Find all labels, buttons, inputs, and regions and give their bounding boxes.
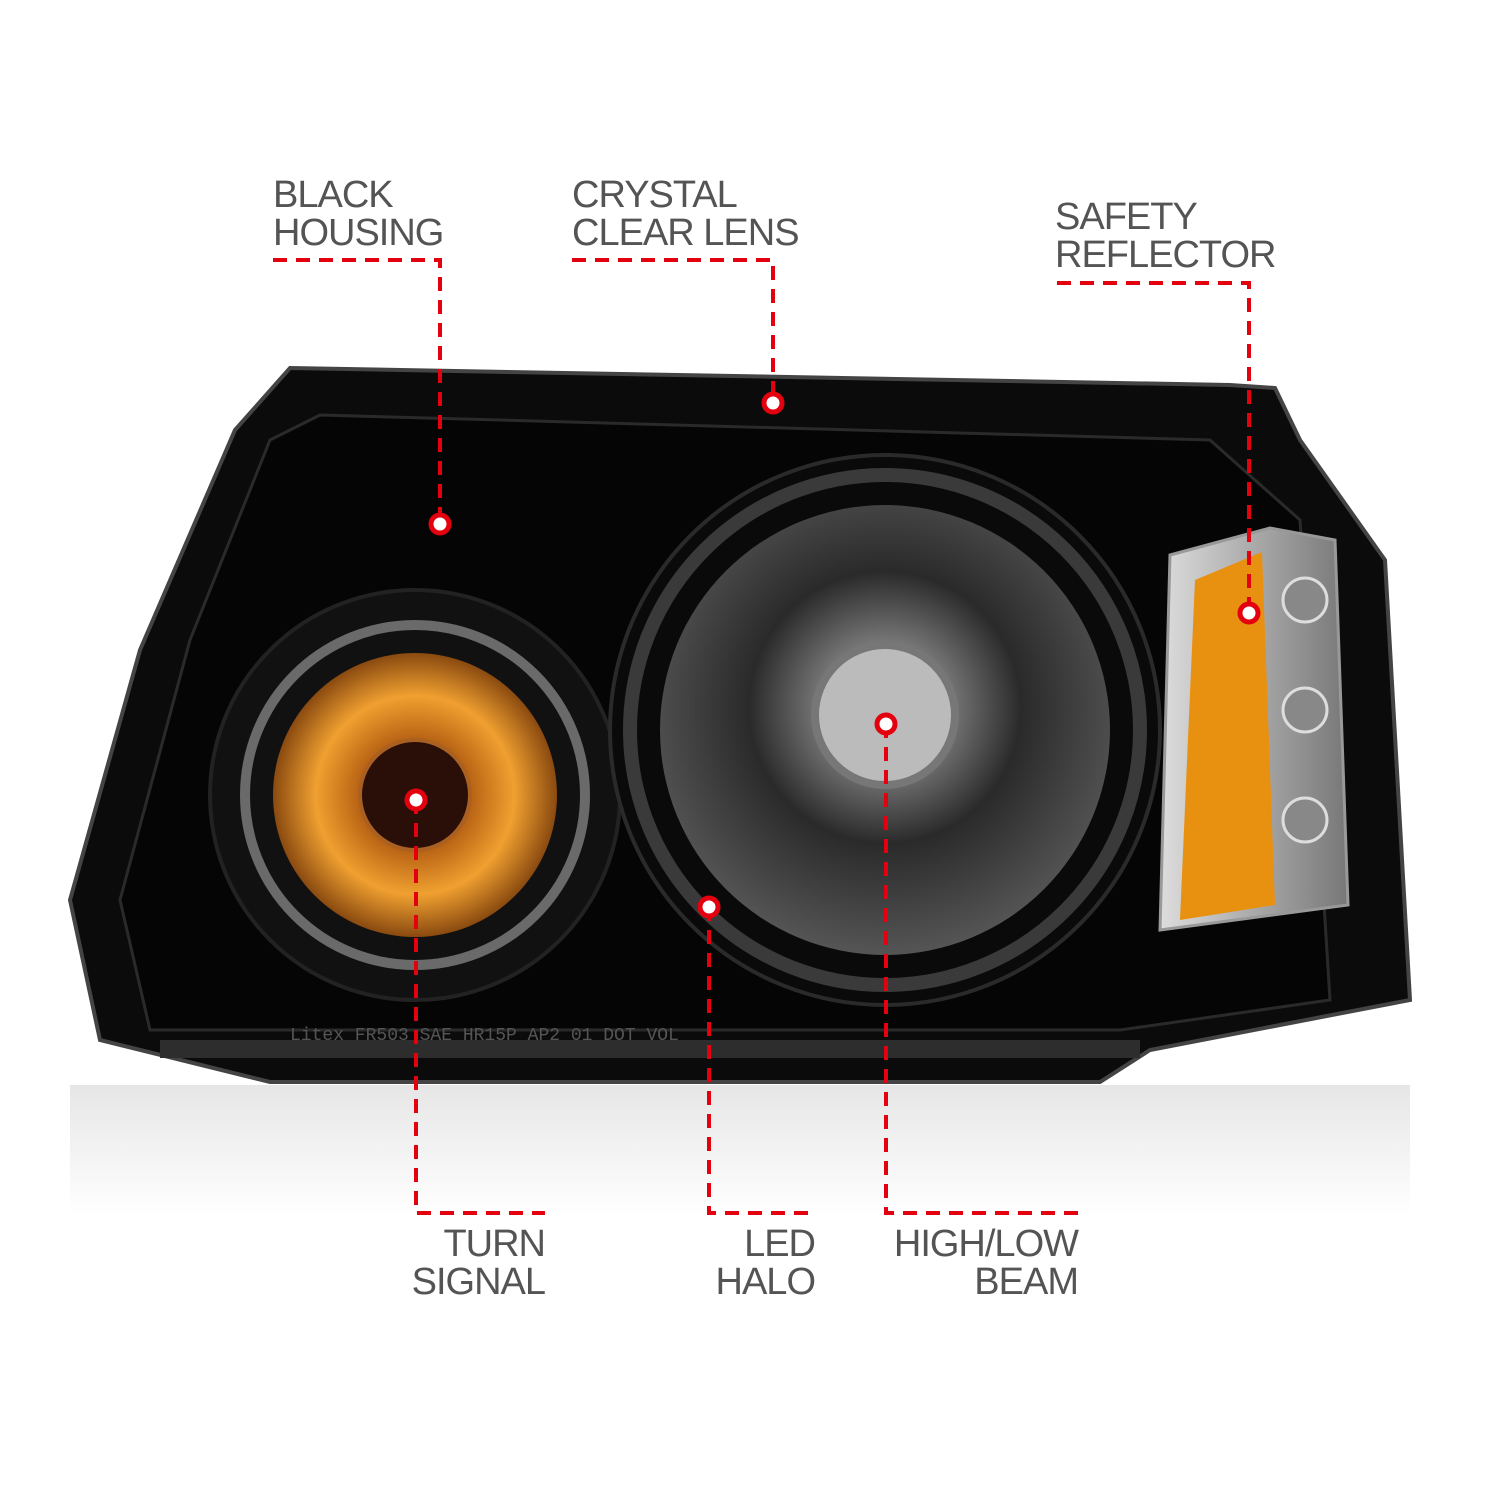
callout-dot [697, 895, 721, 919]
product-lettering: Litex FR503 SAE HR15P AP2 01 DOT VOL [290, 1026, 679, 1046]
callout-line-black-housing [273, 258, 442, 524]
label-black-housing: BLACK HOUSING [273, 174, 444, 254]
callout-line-led-halo [707, 907, 815, 1215]
label-line: SIGNAL [411, 1261, 546, 1303]
callout-dots [404, 391, 1261, 919]
label-line: BLACK [273, 174, 394, 216]
lens-edge [160, 1040, 1140, 1058]
amber-reflector [1180, 552, 1275, 920]
callout-lines [273, 258, 1251, 1215]
callout-dot [428, 512, 452, 536]
floor-reflection [70, 1085, 1410, 1215]
label-line: LED [744, 1223, 816, 1265]
label-safety-reflector: SAFETY REFLECTOR [1055, 196, 1276, 276]
label-high-low-beam: HIGH/LOW BEAM [893, 1223, 1079, 1303]
callout-dot [1237, 601, 1261, 625]
reflector-led [1281, 686, 1329, 734]
label-line: REFLECTOR [1055, 234, 1276, 276]
label-line: BEAM [974, 1261, 1079, 1303]
callout-dot [404, 788, 428, 812]
callout-line-safety-reflector [1057, 281, 1251, 613]
reflector-led [1281, 796, 1329, 844]
label-line: TURN [443, 1223, 546, 1265]
label-line: HALO [715, 1261, 816, 1303]
label-led-halo: LED HALO [715, 1223, 816, 1303]
label-crystal-clear-lens: CRYSTAL CLEAR LENS [572, 174, 800, 254]
callout-line-high-low-beam [884, 724, 1078, 1215]
label-line: HOUSING [273, 212, 444, 254]
label-line: CLEAR LENS [572, 212, 800, 254]
label-line: CRYSTAL [572, 174, 738, 216]
callout-dot [874, 712, 898, 736]
label-turn-signal: TURN SIGNAL [411, 1223, 546, 1303]
callout-dot [761, 391, 785, 415]
reflector-led [1281, 576, 1329, 624]
label-line: SAFETY [1055, 196, 1198, 238]
label-line: HIGH/LOW [893, 1223, 1079, 1265]
